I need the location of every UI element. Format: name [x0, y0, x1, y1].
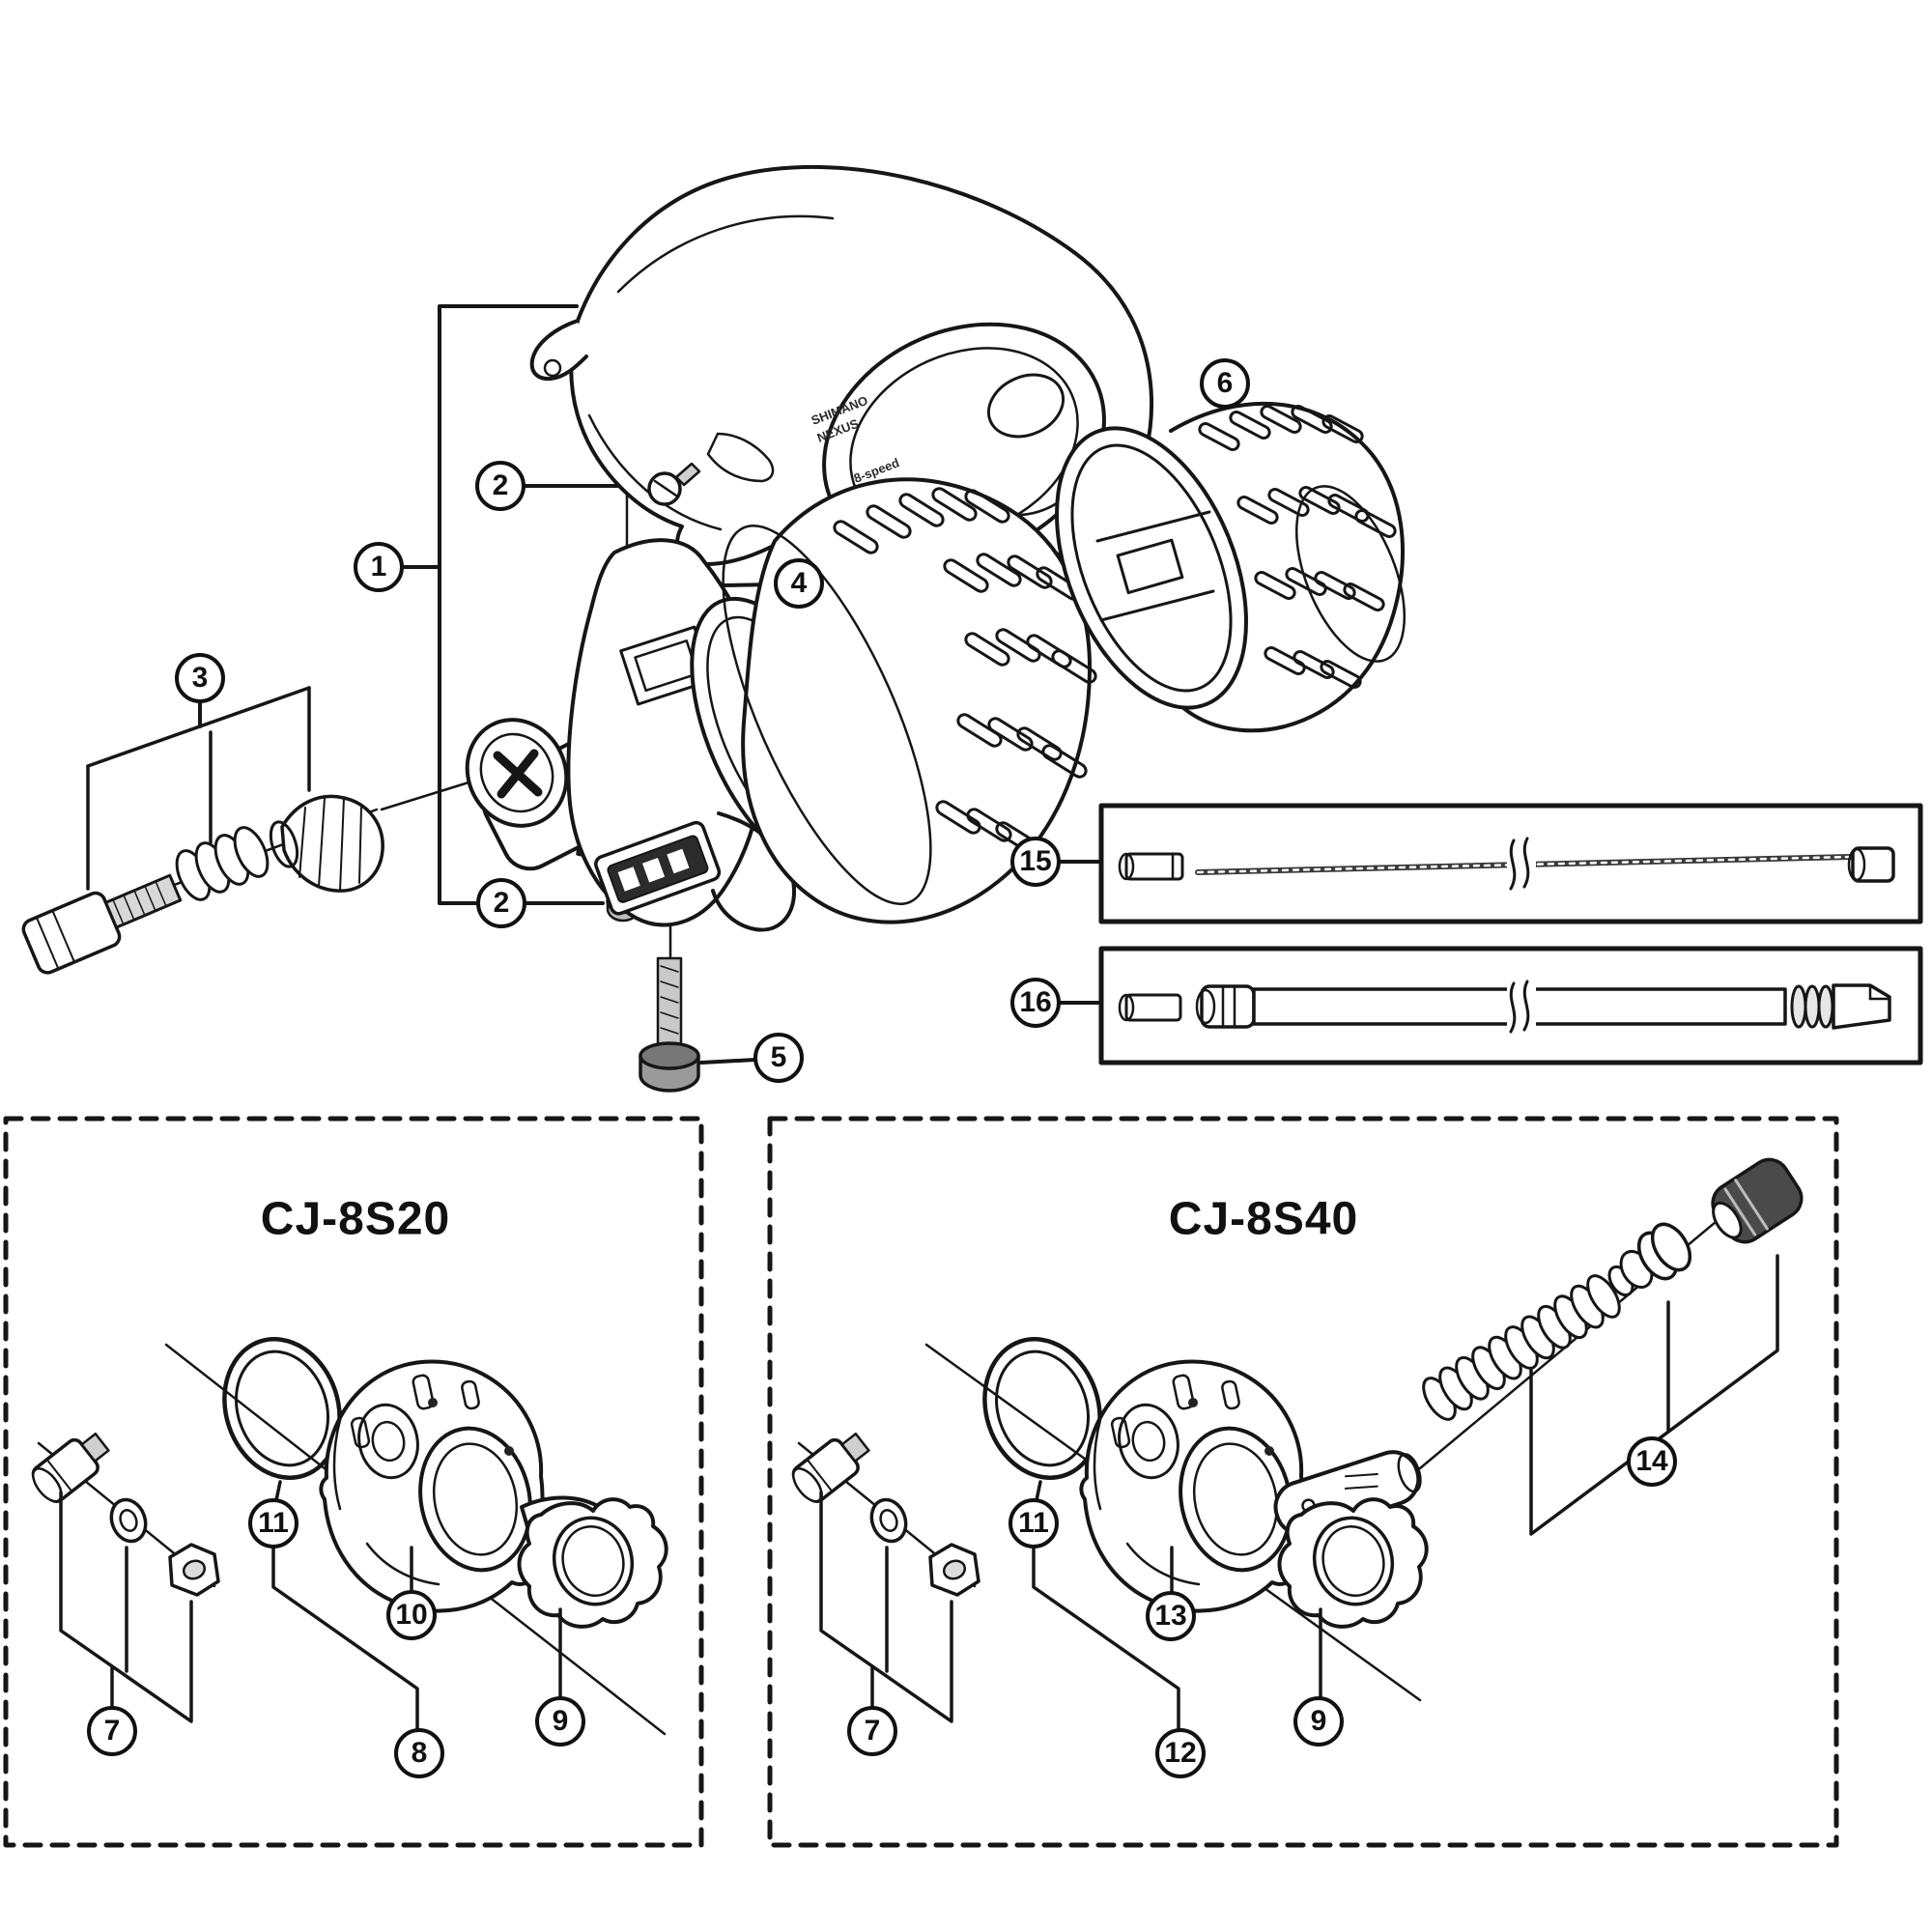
callout-3: 3	[175, 653, 225, 703]
grip-drum	[722, 477, 1097, 924]
lockring-left	[517, 1497, 668, 1629]
barrel-adjuster-set	[21, 794, 384, 975]
cassette-joint-right	[1079, 1359, 1306, 1613]
callout-4: 4	[774, 558, 824, 609]
cover-screw-top	[647, 462, 701, 506]
callout-7: 7	[847, 1706, 897, 1756]
panel-title-cj-8s20: CJ-8S20	[260, 1193, 451, 1245]
callout-16: 16	[1010, 978, 1061, 1028]
callout-2: 2	[475, 461, 526, 511]
cassette-joint-left	[319, 1359, 546, 1613]
cj-8s40-box	[767, 1116, 1839, 1848]
callout-13: 13	[1146, 1591, 1196, 1641]
callout-6: 6	[1200, 358, 1250, 409]
callout-1: 1	[354, 542, 404, 592]
callout-11: 11	[1009, 1498, 1059, 1548]
spare-grip-drum	[1055, 401, 1406, 733]
fastener-set-left	[25, 1424, 220, 1597]
callout-2: 2	[476, 878, 526, 928]
lockring-right	[1277, 1497, 1429, 1629]
callout-14: 14	[1627, 1436, 1677, 1487]
callout-12: 12	[1155, 1728, 1206, 1778]
callout-9: 9	[1293, 1696, 1344, 1747]
cj-8s20-box	[3, 1116, 704, 1848]
callout-10: 10	[386, 1590, 437, 1640]
callout-15: 15	[1010, 837, 1061, 887]
outer-casing-box	[1098, 946, 1923, 1065]
fastener-set-right	[785, 1424, 980, 1597]
callout-9: 9	[535, 1696, 585, 1747]
callout-5: 5	[753, 1033, 804, 1083]
inner-cable-box	[1098, 803, 1923, 924]
callout-8: 8	[394, 1728, 444, 1778]
callout-7: 7	[87, 1706, 137, 1756]
panel-title-cj-8s40: CJ-8S40	[1168, 1193, 1359, 1245]
callout-11: 11	[248, 1498, 298, 1548]
clamp-bolt	[639, 956, 700, 1093]
cable-unit-14	[1422, 1157, 1804, 1421]
